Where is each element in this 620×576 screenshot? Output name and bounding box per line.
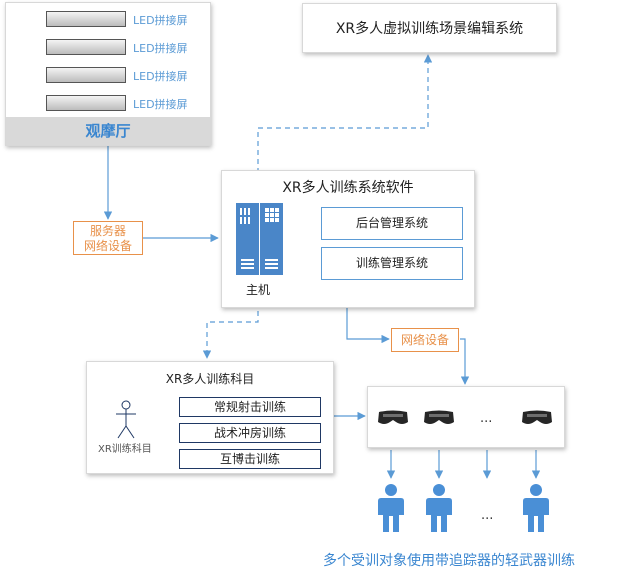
- screen-4-label: LED拼接屏: [133, 98, 188, 111]
- training-management-box: 训练管理系统: [321, 247, 463, 280]
- screen-1: [46, 11, 126, 27]
- training-subjects-box: XR多人训练科目 XR训练科目 常规射击训练 战术冲房训练 互博击训练: [86, 361, 334, 474]
- network-device-box: 网络设备: [391, 328, 459, 352]
- screen-2: [46, 39, 126, 55]
- dashed-host-to-subjects: [202, 275, 259, 359]
- trainee-person-icon-2: [426, 484, 452, 534]
- host-server-icon: [236, 203, 283, 275]
- trainees-caption: 多个受训对象使用带追踪器的轻武器训练: [323, 553, 575, 569]
- headsets-ellipsis: ...: [480, 411, 493, 426]
- backend-management-box: 后台管理系统: [321, 207, 463, 240]
- course-regular-shooting-label: 常规射击训练: [213, 400, 286, 414]
- server-label: 服务器: [89, 224, 126, 238]
- headsets-box: ...: [367, 386, 565, 448]
- editor-system-box: XR多人虚拟训练场景编辑系统: [302, 3, 557, 53]
- editor-system-title: XR多人虚拟训练场景编辑系统: [335, 21, 524, 37]
- software-box: XR多人训练系统软件 主机 后台管理系统 训练管理系统: [221, 170, 475, 308]
- training-management-label: 训练管理系统: [355, 256, 428, 270]
- course-mutual-combat-label: 互博击训练: [219, 452, 280, 466]
- network-equipment-label: 网络设备: [83, 239, 132, 253]
- viewing-hall-title: 观摩厅: [85, 122, 131, 140]
- software-title: XR多人训练系统软件: [282, 180, 414, 196]
- viewing-hall-footer: 观摩厅: [6, 117, 210, 145]
- dashed-host-to-editor: [257, 54, 433, 200]
- screen-4: [46, 95, 126, 111]
- viewing-hall: LED拼接屏 LED拼接屏 LED拼接屏 LED拼接屏 观摩厅: [5, 2, 211, 146]
- backend-management-label: 后台管理系统: [355, 216, 428, 230]
- course-tactical-room-clearing: 战术冲房训练: [179, 423, 321, 443]
- training-subjects-title: XR多人训练科目: [165, 372, 255, 386]
- course-mutual-combat: 互博击训练: [179, 449, 321, 469]
- trainee-person-icon-3: [523, 484, 549, 534]
- arrow-software-to-network: [346, 308, 390, 344]
- host-label: 主机: [246, 283, 271, 297]
- screen-1-label: LED拼接屏: [133, 14, 188, 27]
- vr-headset-icon-2: [422, 409, 456, 427]
- person-outline-icon: [109, 400, 143, 440]
- screen-2-label: LED拼接屏: [133, 42, 188, 55]
- screen-3: [46, 67, 126, 83]
- arrow-network-to-headsets: [460, 338, 470, 385]
- person-label: XR训练科目: [98, 444, 152, 455]
- vr-headset-icon-1: [376, 409, 410, 427]
- course-tactical-room-clearing-label: 战术冲房训练: [213, 426, 286, 440]
- trainees-ellipsis: ...: [481, 508, 494, 523]
- network-device-label: 网络设备: [400, 333, 449, 347]
- server-network-box: 服务器 网络设备: [73, 221, 143, 255]
- vr-headset-icon-3: [520, 409, 554, 427]
- trainee-person-icon-1: [378, 484, 404, 534]
- screen-3-label: LED拼接屏: [133, 70, 188, 83]
- course-regular-shooting: 常规射击训练: [179, 397, 321, 417]
